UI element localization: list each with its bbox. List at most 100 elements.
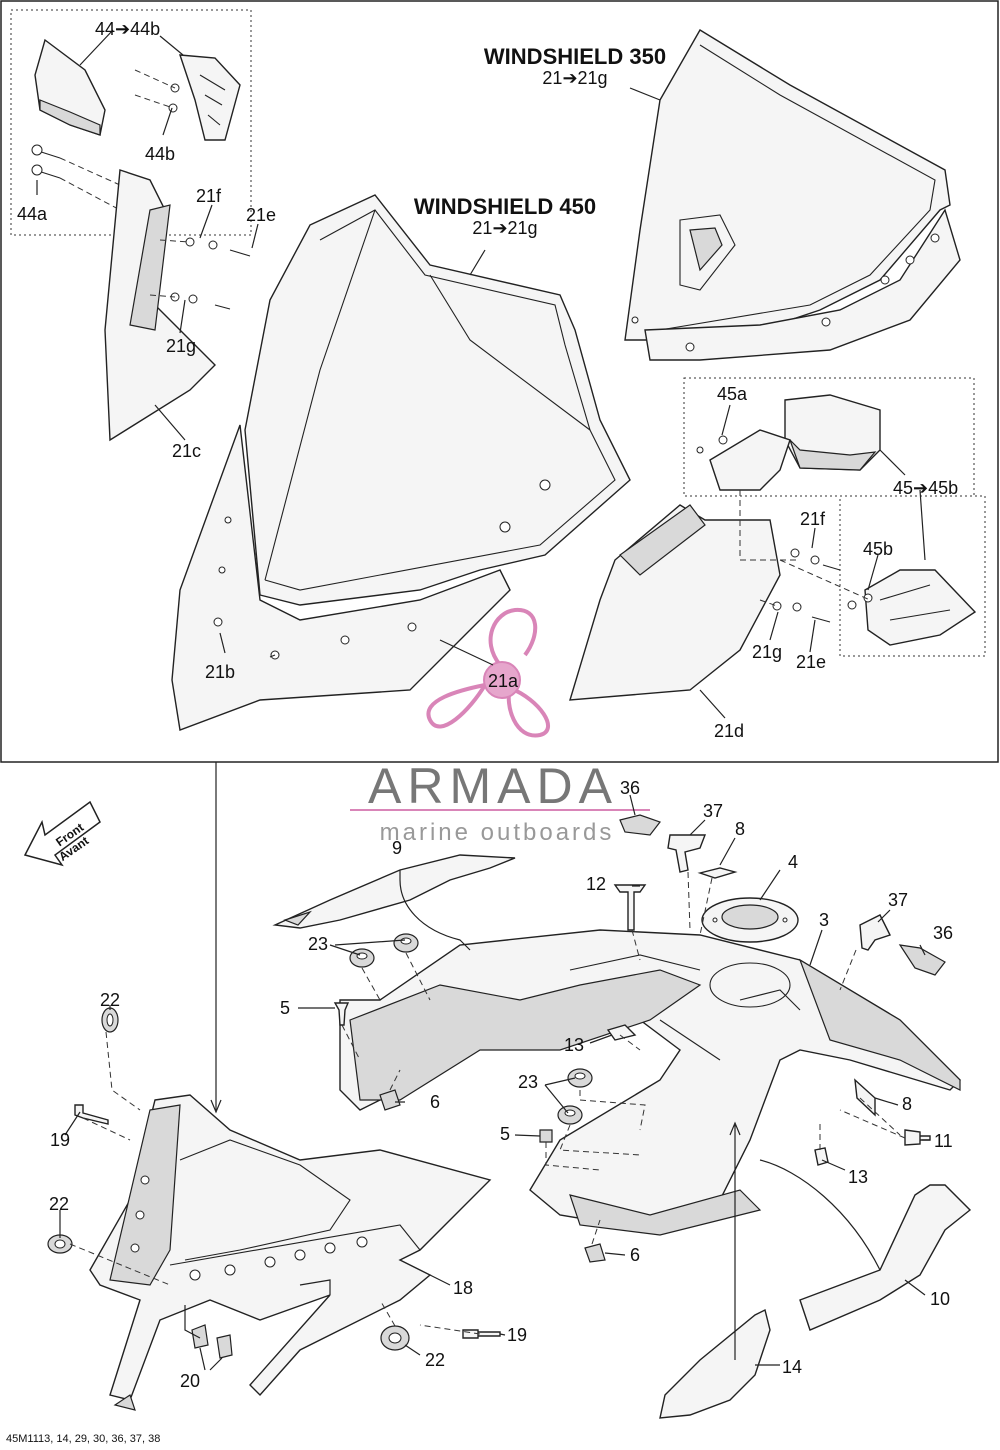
clip-6-mid (584, 1243, 606, 1263)
callout-45b: 45b (863, 539, 893, 559)
part-37-top (667, 834, 707, 873)
windshield-section-frame (0, 0, 999, 763)
callout-44a: 44a (17, 204, 48, 224)
grommets-23-mid (557, 1068, 593, 1125)
screw-5-top (333, 1002, 350, 1026)
callout-21g-top: 21g (166, 336, 196, 356)
pad-14 (659, 1308, 771, 1419)
subtitle-windshield-450: 21➔21g (472, 218, 537, 238)
part-8-right (854, 1078, 876, 1117)
callout-45a: 45a (717, 384, 748, 404)
part-36-right (898, 944, 946, 976)
clip-6-top (379, 1089, 401, 1111)
mirror-45-base (709, 429, 791, 491)
callout-37-top: 37 (703, 801, 723, 821)
callout-21f-top: 21f (196, 186, 222, 206)
callout-23-mid: 23 (518, 1072, 538, 1092)
title-windshield-350: WINDSHIELD 350 (484, 44, 666, 69)
callout-36-top: 36 (620, 778, 640, 798)
title-windshield-450: WINDSHIELD 450 (414, 194, 596, 219)
callout-6-left: 6 (430, 1092, 440, 1112)
callout-3: 3 (819, 910, 829, 930)
trim-9 (272, 854, 516, 929)
propeller-icon (426, 607, 550, 738)
callout-22-bottom: 22 (425, 1350, 445, 1370)
callout-44-44b: 44➔44b (95, 19, 160, 39)
callout-labels: 44➔44b 44b 44a 21f 21e 21g 21c 21b 45a 4… (17, 19, 958, 1391)
callout-21d: 21d (714, 721, 744, 741)
callout-4: 4 (788, 852, 798, 872)
callout-44b: 44b (145, 144, 175, 164)
screw-19-left (74, 1104, 109, 1125)
callout-13-mid: 13 (564, 1035, 584, 1055)
grommet-22-top (101, 1007, 119, 1033)
kit-45-box (683, 377, 975, 497)
callout-21f-right: 21f (800, 509, 826, 529)
callout-9: 9 (392, 838, 402, 858)
grommet-22-mid (47, 1234, 73, 1254)
callout-20: 20 (180, 1371, 200, 1391)
callout-21c: 21c (172, 441, 201, 461)
callout-10: 10 (930, 1289, 950, 1309)
callout-19-right: 19 (507, 1325, 527, 1345)
deflector-44-group (10, 9, 252, 442)
windshield-350 (624, 29, 961, 361)
callout-12: 12 (586, 874, 606, 894)
front-direction-arrow: Front Avant (23, 800, 101, 867)
logo-callout-21a: 21a (488, 671, 519, 691)
cover-10 (799, 1184, 972, 1331)
subtitle-windshield-350: 21➔21g (542, 68, 607, 88)
bracket-21c (104, 169, 216, 442)
fuel-cap-4 (701, 897, 799, 943)
callout-14: 14 (782, 1357, 802, 1377)
part-13-mid (606, 1024, 637, 1041)
callout-37-right: 37 (888, 890, 908, 910)
clip-20-a (191, 1324, 209, 1349)
grommet-22-bottom (380, 1325, 410, 1351)
callout-21g-right: 21g (752, 642, 782, 662)
mirror-45-group (569, 377, 986, 701)
callout-5-mid: 5 (500, 1124, 510, 1144)
callout-22-top: 22 (100, 990, 120, 1010)
callout-19-left: 19 (50, 1130, 70, 1150)
callout-18: 18 (453, 1278, 473, 1298)
callout-21e-right: 21e (796, 652, 826, 672)
callout-36-right: 36 (933, 923, 953, 943)
fascia-18-body (89, 1094, 492, 1401)
screw-19-right (462, 1329, 501, 1339)
mirror-45b (864, 569, 977, 646)
part-36-top (619, 814, 661, 836)
callout-6-mid: 6 (630, 1245, 640, 1265)
part-12 (613, 884, 647, 931)
windshield-450 (171, 194, 631, 731)
grommets-23-top (349, 933, 419, 968)
armada-logo: 21a ARMADA marine outboards (350, 607, 650, 846)
part-8-top (697, 867, 738, 879)
callout-5-left: 5 (280, 998, 290, 1018)
clip-20-b (216, 1334, 233, 1359)
callout-23-left: 23 (308, 934, 328, 954)
callout-13-right: 13 (848, 1167, 868, 1187)
footer-code: 45M1113, 14, 29, 30, 36, 37, 38 (6, 1433, 160, 1445)
part-11 (904, 1129, 931, 1146)
callout-8-top: 8 (735, 819, 745, 839)
callout-21e-top: 21e (246, 205, 276, 225)
callout-8-right: 8 (902, 1094, 912, 1114)
callout-21b: 21b (205, 662, 235, 682)
windshield-450-shield (244, 194, 631, 606)
windshield-450-base (171, 424, 511, 731)
callout-22-mid: 22 (49, 1194, 69, 1214)
hood-opening (709, 962, 791, 1008)
callout-45-45b: 45➔45b (893, 478, 958, 498)
front-arrow-icon (23, 800, 101, 867)
part-37-right (859, 914, 891, 951)
brand-name: ARMADA (368, 758, 618, 814)
screw-5-mid (539, 1129, 553, 1143)
brand-tagline: marine outboards (380, 819, 615, 846)
hood-3 (339, 929, 961, 1236)
part-13-right (814, 1147, 829, 1166)
fascia-18 (89, 1094, 492, 1411)
callout-11: 11 (934, 1131, 953, 1151)
kit-45b-box (839, 495, 986, 657)
